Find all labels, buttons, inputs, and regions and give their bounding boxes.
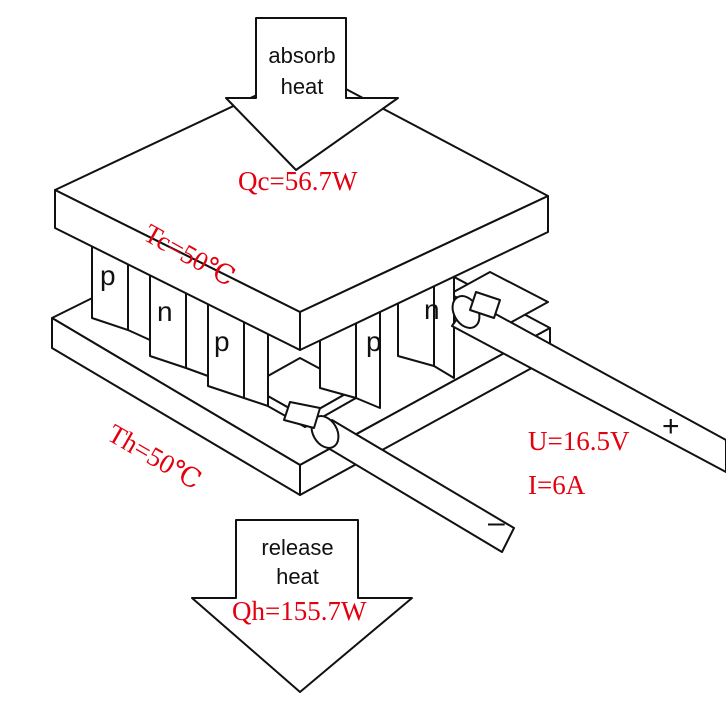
leg-label-p1: p xyxy=(100,260,116,291)
release-label-line1: release xyxy=(261,535,334,560)
absorb-label-line2: heat xyxy=(280,74,324,99)
top-plate xyxy=(54,69,549,351)
positive-terminal-label: + xyxy=(662,410,680,443)
current-value: I=6A xyxy=(528,470,586,500)
release-heat-arrow xyxy=(191,519,413,693)
absorb-label-line1: absorb xyxy=(268,43,336,68)
leg-label-n1: n xyxy=(157,296,173,327)
leg-label-p3: p xyxy=(366,326,382,357)
voltage-value: U=16.5V xyxy=(528,426,630,456)
leg-label-p2: p xyxy=(214,326,230,357)
release-label-line2: heat xyxy=(276,564,319,589)
absorb-heat-arrow xyxy=(225,17,399,171)
negative-terminal-label: – xyxy=(488,506,505,539)
qh-value: Qh=155.7W xyxy=(232,596,367,626)
qc-value: Qc=56.7W xyxy=(238,166,358,196)
leg-label-n2: n xyxy=(424,294,440,325)
wires xyxy=(283,291,726,553)
